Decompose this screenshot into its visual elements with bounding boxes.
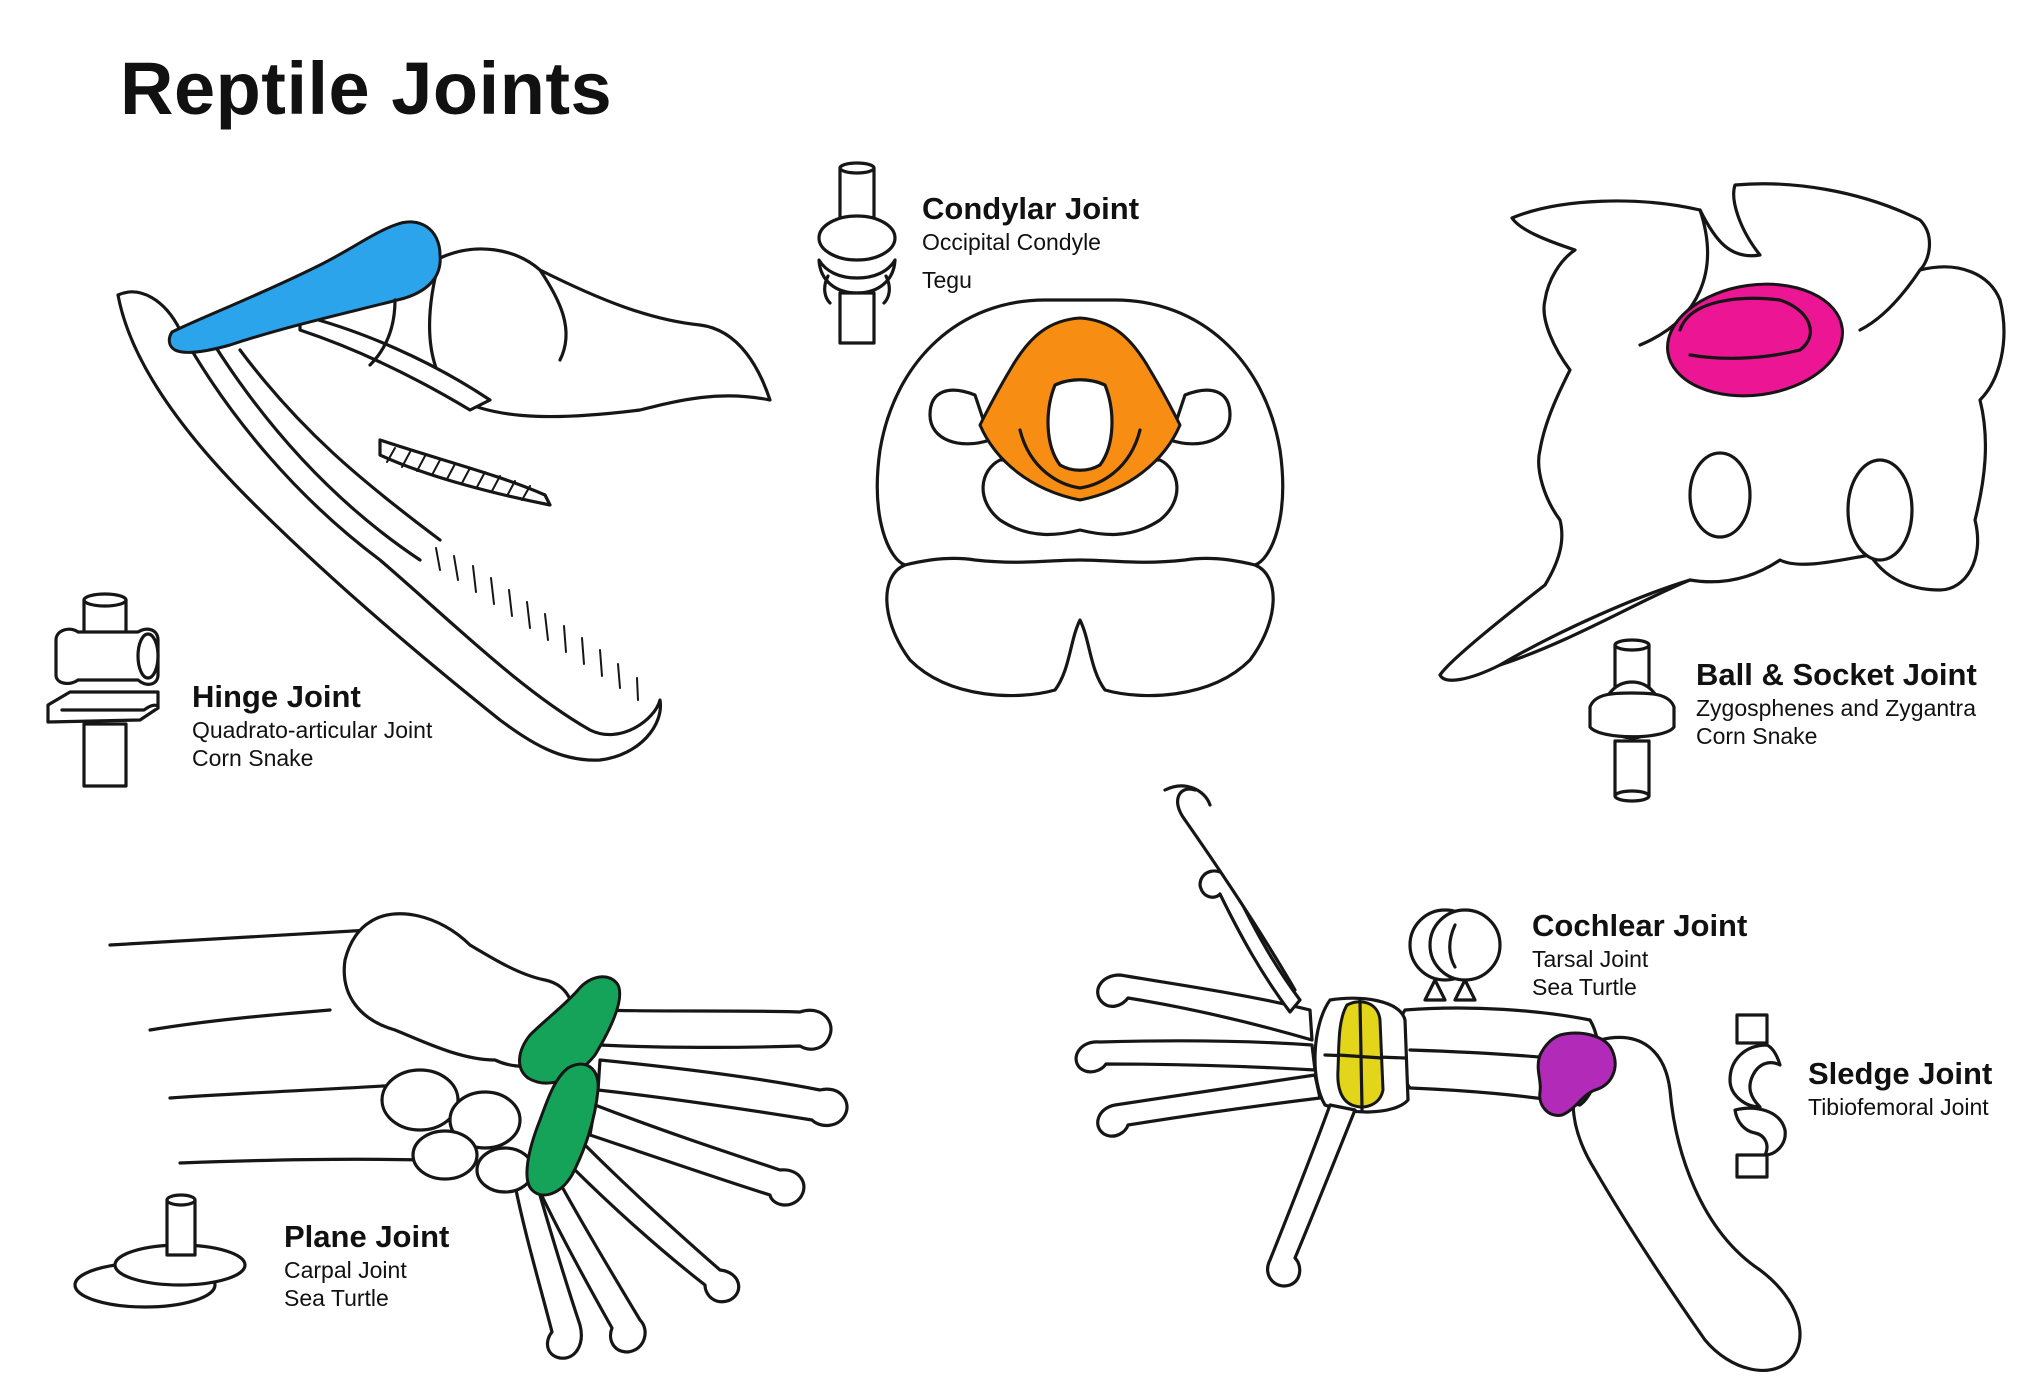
hinge-joint-name: Hinge Joint [192, 679, 361, 714]
turtle-front-flipper-illustration [108, 912, 849, 1360]
condylar-joint-line1: Occipital Condyle [922, 228, 1101, 255]
ball-socket-joint-icon [1588, 638, 1676, 803]
zygosphene-highlight [1666, 282, 1844, 398]
tibiofemoral-joint-highlight [1536, 1031, 1617, 1117]
quadrate-highlight [167, 220, 442, 354]
tegu-skull-illustration [875, 298, 1285, 698]
sledge-joint-name: Sledge Joint [1808, 1056, 1993, 1091]
sledge-joint-label: Sledge Joint Tibiofemoral Joint [1808, 1055, 2039, 1121]
hinge-joint-line2: Corn Snake [192, 744, 314, 771]
hinge-joint-line1: Quadrato-articular Joint [192, 716, 433, 743]
ball-socket-joint-label: Ball & Socket Joint Zygosphenes and Zyga… [1696, 656, 2039, 750]
cochlear-joint-line1: Tarsal Joint [1532, 945, 1649, 972]
page-title: Reptile Joints [120, 47, 613, 130]
ball-socket-joint-line2: Corn Snake [1696, 722, 1818, 749]
sledge-joint-icon [1728, 1013, 1787, 1179]
hinge-joint-icon [46, 592, 160, 788]
cochlear-joint-icon [1408, 908, 1502, 1002]
condylar-joint-icon [817, 161, 897, 345]
plane-joint-name: Plane Joint [284, 1219, 450, 1254]
condylar-joint-label: Condylar Joint Occipital Condyle Tegu [922, 190, 1282, 294]
plane-joint-line2: Sea Turtle [284, 1284, 389, 1311]
sledge-joint-line1: Tibiofemoral Joint [1808, 1093, 1989, 1120]
carpal-joint-highlight-lower [525, 1062, 600, 1197]
condylar-joint-name: Condylar Joint [922, 191, 1140, 226]
snake-vertebra-illustration [1438, 182, 2006, 682]
cochlear-joint-line2: Sea Turtle [1532, 973, 1637, 1000]
cochlear-joint-name: Cochlear Joint [1532, 908, 1748, 943]
snake-jaw-illustration [116, 220, 772, 762]
ball-socket-joint-line1: Zygosphenes and Zygantra [1696, 694, 1977, 721]
hinge-joint-label: Hinge Joint Quadrato-articular Joint Cor… [192, 678, 552, 772]
ball-socket-joint-name: Ball & Socket Joint [1696, 657, 1977, 692]
condylar-joint-line2: Tegu [922, 266, 972, 293]
cochlear-joint-label: Cochlear Joint Tarsal Joint Sea Turtle [1532, 907, 1852, 1001]
plane-joint-label: Plane Joint Carpal Joint Sea Turtle [284, 1218, 644, 1312]
plane-joint-icon [73, 1193, 247, 1309]
plane-joint-line1: Carpal Joint [284, 1256, 407, 1283]
turtle-hind-flipper-illustration [1074, 784, 1802, 1372]
